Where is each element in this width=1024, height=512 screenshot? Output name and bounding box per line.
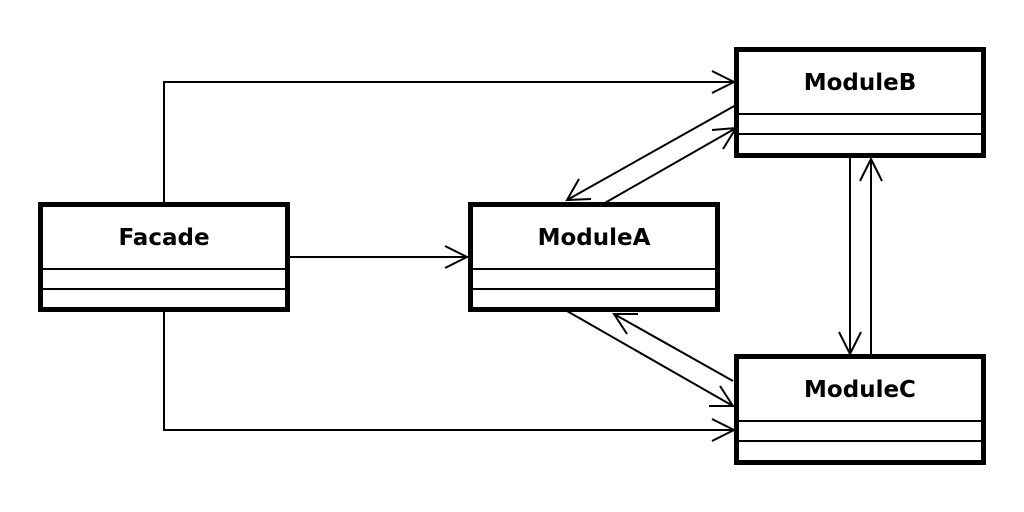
arrowhead-moduleb-to-modulea [565, 178, 592, 202]
class-modulea[interactable]: ModuleA [468, 202, 720, 312]
attributes-compartment [43, 268, 285, 270]
attributes-compartment [473, 268, 715, 270]
arrowhead-modulec-to-modulea [612, 313, 638, 335]
arrowhead-facade-to-modulea [444, 245, 470, 269]
operations-compartment [43, 288, 285, 290]
association-facade-to-modulec [163, 310, 734, 431]
class-name-modulec: ModuleC [804, 376, 916, 403]
attributes-compartment [739, 113, 981, 115]
association-moduleb-to-modulea [566, 104, 737, 201]
operations-compartment [473, 288, 715, 290]
arrowhead-modulea-to-modulec [709, 385, 735, 407]
association-modulec-to-modulea [613, 313, 734, 382]
class-moduleb[interactable]: ModuleB [734, 47, 986, 158]
attributes-compartment [739, 420, 981, 422]
operations-compartment [739, 133, 981, 135]
class-modulec[interactable]: ModuleC [734, 354, 986, 465]
class-name-facade: Facade [118, 224, 210, 251]
association-modulea-to-modulec [566, 310, 734, 407]
arrowhead-modulec-to-moduleb [859, 156, 883, 182]
class-name-moduleb: ModuleB [803, 69, 917, 96]
operations-compartment [739, 440, 981, 442]
class-name-modulea: ModuleA [537, 224, 651, 251]
association-modulea-to-moduleb [602, 127, 737, 205]
association-facade-to-moduleb [163, 81, 734, 204]
class-facade[interactable]: Facade [38, 202, 290, 312]
